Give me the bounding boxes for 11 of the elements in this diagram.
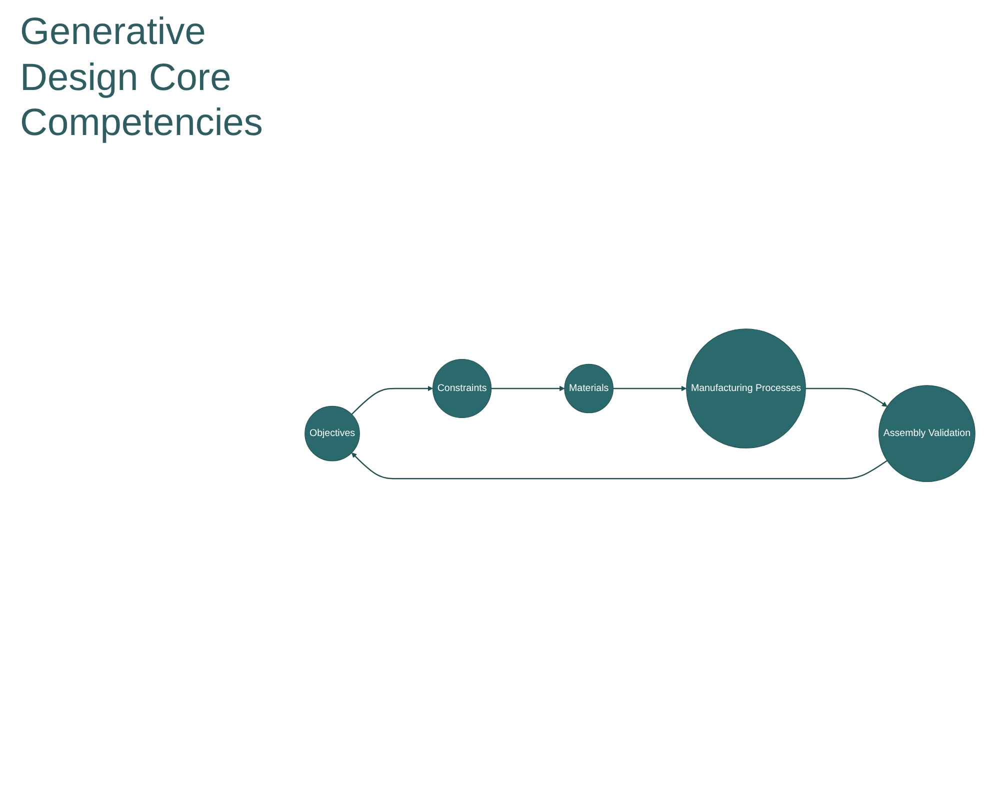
arrow [351, 386, 434, 414]
arrow [491, 386, 565, 391]
node-circle: Constraints [432, 358, 492, 418]
arrow [351, 452, 888, 479]
node-circle: Materials [564, 364, 614, 413]
node-circle: Manufacturing Processes [686, 328, 806, 448]
node-circle: Assembly Validation [878, 384, 976, 482]
node-circle: Objectives [304, 406, 360, 461]
arrow [613, 386, 687, 391]
diagram-title: Generative Design Core Competencies [20, 10, 264, 146]
arrow [806, 388, 888, 406]
